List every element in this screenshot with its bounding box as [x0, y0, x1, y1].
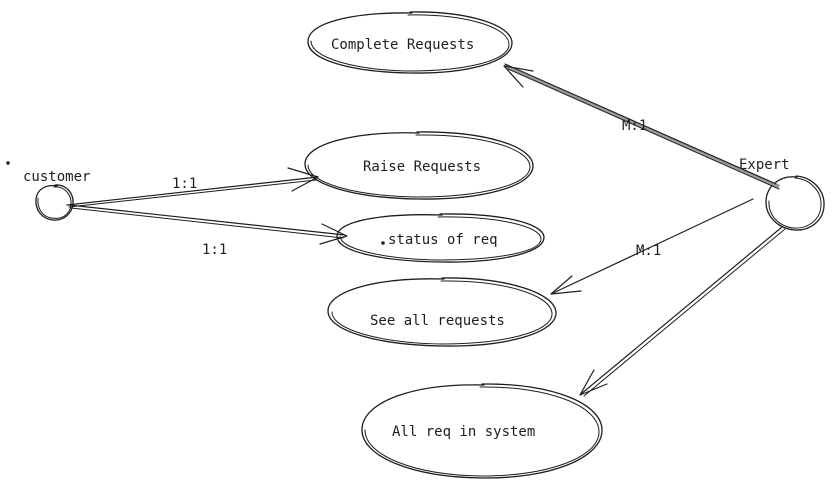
connector-expert-see-all-label: M:1 — [636, 243, 661, 259]
connector-customer-raise-label: 1:1 — [172, 176, 197, 192]
use-case-raise-requests-label: Raise Requests — [363, 159, 481, 175]
stray-dot — [6, 161, 10, 165]
arrowhead-raise-requests — [287, 167, 319, 192]
arrowhead-see-all-requests — [550, 275, 582, 295]
use-case-see-all-requests-label: See all requests — [370, 313, 505, 329]
connector-expert-see-all-requests[interactable]: M:1 — [550, 198, 754, 295]
connector-customer-status-of-req[interactable]: 1:1 — [68, 204, 348, 258]
highlight-line — [504, 64, 780, 188]
actor-customer-label: customer — [23, 169, 90, 185]
use-case-see-all-requests[interactable]: See all requests — [327, 277, 557, 347]
use-case-status-of-req-label: status of req — [388, 232, 498, 248]
connector-customer-raise-requests[interactable]: 1:1 — [66, 167, 319, 208]
status-bullet-dot — [381, 241, 385, 245]
use-case-all-req-in-system[interactable]: All req in system — [361, 383, 603, 479]
connector-expert-all-req-in-system[interactable] — [579, 226, 786, 397]
use-case-status-of-req[interactable]: status of req — [336, 213, 545, 263]
arrowhead-all-req-in-system — [579, 369, 608, 396]
actor-expert-label: Expert — [739, 157, 790, 173]
use-case-raise-requests[interactable]: Raise Requests — [304, 131, 534, 200]
connector-expert-complete-requests[interactable]: M:1 — [503, 63, 780, 190]
arrowhead-complete-requests — [503, 65, 534, 88]
actor-expert[interactable]: Expert — [739, 157, 825, 231]
use-case-complete-requests[interactable]: Complete Requests — [307, 11, 513, 74]
connector-expert-complete-label: M:1 — [622, 118, 647, 134]
connector-customer-status-label: 1:1 — [202, 242, 227, 258]
use-case-all-req-in-system-label: All req in system — [392, 424, 535, 440]
actor-customer[interactable]: customer — [23, 169, 90, 221]
arrowhead-status-of-req — [319, 223, 348, 245]
use-case-complete-requests-label: Complete Requests — [331, 37, 474, 53]
